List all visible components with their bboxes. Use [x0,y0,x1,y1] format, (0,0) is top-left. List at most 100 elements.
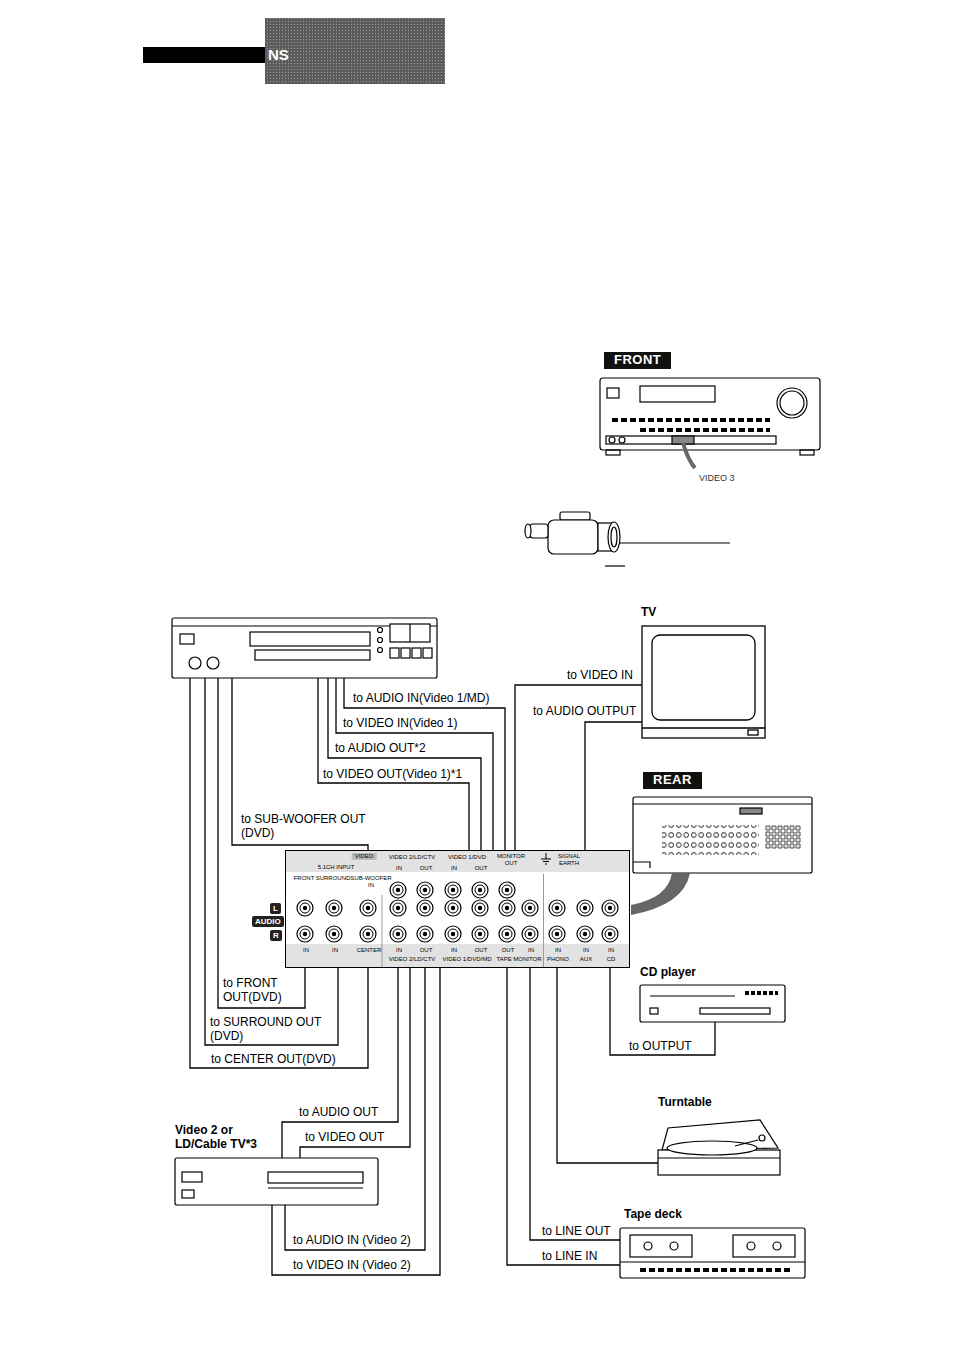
tv-drawing [642,626,765,738]
jack-symbol-part [420,885,430,895]
jack-label: MONITOR OUT [495,853,527,867]
dvd-player-drawing-part [250,632,370,646]
terminal-panel-ground-part [543,874,544,967]
tape-deck-drawing-part [644,1242,652,1250]
tape-deck-drawing-part [640,1268,790,1272]
jack-symbol-part [577,900,593,916]
front-receiver-drawing-part [612,418,770,422]
jack-symbol-part [475,929,485,939]
jack-symbol [360,926,376,942]
jack-symbol-part [602,900,618,916]
wire-label: to CENTER OUT(DVD) [210,1052,337,1066]
jack-label: IN [583,947,589,954]
jack-label: OUT [420,865,433,872]
dvd-player-drawing-part [378,648,383,653]
jack-symbol-part [445,900,461,916]
rear-receiver-drawing-part [633,797,812,873]
device-box: Video 2 or LD/Cable TV*3 [175,1158,378,1205]
device-heading: CD player [640,966,696,980]
ground-symbol-part [546,853,547,859]
tape-deck-drawing-part [747,1242,755,1250]
jack-symbol-part [393,929,403,939]
wire-label: to AUDIO OUT*2 [334,741,427,755]
jack-symbol-part [396,888,400,892]
rear-receiver-drawing-part [631,873,690,915]
header-band-part [143,47,265,63]
jack-symbol [472,882,488,898]
cd-player-drawing-part [700,1008,770,1014]
wire-label: VIDEO 3 [699,473,735,484]
dvd-player-drawing-part [378,628,383,633]
front-receiver-drawing [600,378,820,468]
cable-label: to AUDIO OUT [298,1105,379,1119]
dvd-player-drawing-part [207,657,219,669]
signal-cable [585,722,642,850]
jack-symbol [549,900,565,916]
video2-deck-drawing-part [268,1187,363,1188]
camcorder-drawing-part [611,527,617,547]
jack-symbol-part [580,903,590,913]
jack-symbol [602,900,618,916]
jack-symbol-part [393,903,403,913]
jack-symbol [549,926,565,942]
front-receiver-drawing-part [607,388,619,398]
jack-symbol-part [528,906,532,910]
jack-symbol-part [423,906,427,910]
terminal-panel-ground-part [382,895,383,967]
jack-label: 5.1CH INPUT [318,864,355,871]
camcorder-drawing-part [608,522,620,552]
jack-symbol-part [329,903,339,913]
jack-symbol-part [502,903,512,913]
jack-symbol-part [472,882,488,898]
rear-receiver-drawing-part [633,803,812,804]
device-box: FRONT [600,378,820,460]
jack-symbol-part [448,903,458,913]
tape-deck-drawing-part [630,1235,692,1257]
device-heading: TV [641,606,656,620]
cable-label: to AUDIO OUTPUT [532,704,637,718]
jack-symbol-part [555,932,559,936]
jack-symbol [390,900,406,916]
jack-symbol [326,926,342,942]
jack-label: IN [396,947,402,954]
jack-symbol-part [522,926,538,942]
jack-label: VIDEO [352,853,377,860]
jack-label: IN [396,865,402,872]
cable-label: to OUTPUT [628,1039,693,1053]
jack-label: CD [607,956,616,963]
jack-symbol-part [478,906,482,910]
jack-symbol-part [605,929,615,939]
device-heading: Video 2 or LD/Cable TV*3 [175,1124,275,1152]
dvd-player-drawing-part [409,624,410,642]
cable-label: to VIDEO IN (Video 2) [292,1258,412,1272]
jack-symbol-part [363,903,373,913]
jack-symbol [602,926,618,942]
jack-label: IN [332,947,338,954]
jack-symbol-part [329,929,339,939]
cable-label: to AUDIO IN (Video 2) [292,1233,412,1247]
camcorder-drawing-part [548,520,598,554]
jack-symbol [499,926,515,942]
rear-receiver-drawing-part [662,825,759,855]
jack-symbol [445,926,461,942]
jack-symbol-part [332,932,336,936]
camcorder-drawing-part [605,565,625,566]
header-band [143,18,445,84]
rear-receiver-drawing-part [633,862,650,868]
dvd-player-drawing-part [180,634,194,644]
jack-symbol-part [525,929,535,939]
jack-symbol-part [478,932,482,936]
turntable-drawing-part [759,1135,765,1141]
jack-symbol-part [478,888,482,892]
jack-symbol-part [366,932,370,936]
jack-label: IN [451,865,457,872]
jack-label: VIDEO 2/LD/CTV [389,956,436,963]
jack-symbol-part [297,900,313,916]
signal-cable [610,968,715,1055]
jack-symbol-part [583,932,587,936]
jack-label: IN [608,947,614,954]
dvd-wire-part [218,678,305,1008]
